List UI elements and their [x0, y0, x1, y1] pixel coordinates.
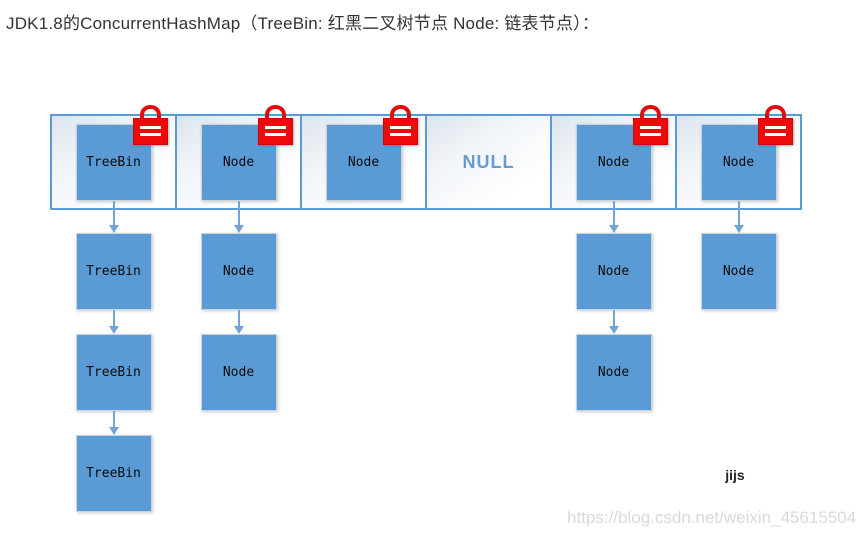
- bucket-box-node: Node: [700, 105, 793, 201]
- bucket-box-node: Node: [325, 105, 418, 201]
- arrow-line: [112, 201, 115, 226]
- bucket-box-node: Node: [200, 105, 293, 201]
- arrow-head-icon: [608, 225, 619, 233]
- bucket-box-label: Node: [222, 155, 255, 170]
- lock-body: [757, 118, 793, 145]
- arrow-head-icon: [233, 326, 244, 334]
- bucket-cell-5: Node: [677, 105, 800, 208]
- chain-box-treebin: TreeBin: [75, 334, 152, 411]
- lock-icon: [741, 105, 793, 151]
- chain-box-label: TreeBin: [86, 264, 141, 279]
- chain-box-label: Node: [222, 264, 255, 279]
- bucket-cell-1: Node: [177, 105, 302, 208]
- chain-box-node: Node: [575, 334, 652, 411]
- chain-box-treebin: TreeBin: [75, 233, 152, 310]
- lock-icon: [116, 105, 168, 151]
- chain-box-node: Node: [575, 233, 652, 310]
- arrow-line: [237, 201, 240, 226]
- lock-icon: [241, 105, 293, 151]
- arrow-line: [737, 201, 740, 226]
- lock-icon: [366, 105, 418, 151]
- author-note: jijs: [725, 467, 745, 483]
- watermark-url: https://blog.csdn.net/weixin_45615504: [567, 508, 857, 527]
- lock-shackle: [264, 105, 286, 122]
- arrow-line: [612, 310, 615, 327]
- bucket-cell-3: NULL: [427, 116, 552, 208]
- lock-body: [632, 118, 668, 145]
- chain-box-label: Node: [722, 264, 755, 279]
- bucket-cell-0: TreeBin: [52, 105, 177, 208]
- bucket-box-label: TreeBin: [86, 155, 141, 170]
- bucket-box-label: Node: [722, 155, 755, 170]
- bucket-box-node: Node: [575, 105, 668, 201]
- arrow-line: [112, 310, 115, 327]
- arrow-line: [612, 201, 615, 226]
- arrow-head-icon: [108, 427, 119, 435]
- bucket-cell-4: Node: [552, 105, 677, 208]
- chain-box-label: Node: [222, 365, 255, 380]
- arrow-head-icon: [233, 225, 244, 233]
- chain-box-node: Node: [200, 334, 277, 411]
- bucket-box-label: Node: [347, 155, 380, 170]
- bucket-box-label: Node: [597, 155, 630, 170]
- lock-shackle: [389, 105, 411, 122]
- arrow-head-icon: [608, 326, 619, 334]
- chain-box-treebin: TreeBin: [75, 435, 152, 512]
- arrow-line: [237, 310, 240, 327]
- chain-box-node: Node: [700, 233, 777, 310]
- arrow-line: [112, 411, 115, 428]
- arrow-head-icon: [108, 225, 119, 233]
- lock-body: [132, 118, 168, 145]
- chain-box-label: Node: [597, 264, 630, 279]
- chain-box-label: Node: [597, 365, 630, 380]
- lock-icon: [616, 105, 668, 151]
- hash-table-bucket-row: TreeBin Node Node NULL Node Node: [50, 105, 802, 210]
- null-label: NULL: [462, 151, 515, 172]
- bucket-box-treebin: TreeBin: [75, 105, 168, 201]
- lock-body: [382, 118, 418, 145]
- bucket-cell-2: Node: [302, 105, 427, 208]
- lock-body: [257, 118, 293, 145]
- arrow-head-icon: [733, 225, 744, 233]
- lock-shackle: [639, 105, 661, 122]
- chain-box-label: TreeBin: [86, 466, 141, 481]
- lock-shackle: [764, 105, 786, 122]
- chain-box-node: Node: [200, 233, 277, 310]
- chain-box-label: TreeBin: [86, 365, 141, 380]
- page-title: JDK1.8的ConcurrentHashMap（TreeBin: 红黑二叉树节…: [6, 14, 600, 33]
- lock-shackle: [139, 105, 161, 122]
- arrow-head-icon: [108, 326, 119, 334]
